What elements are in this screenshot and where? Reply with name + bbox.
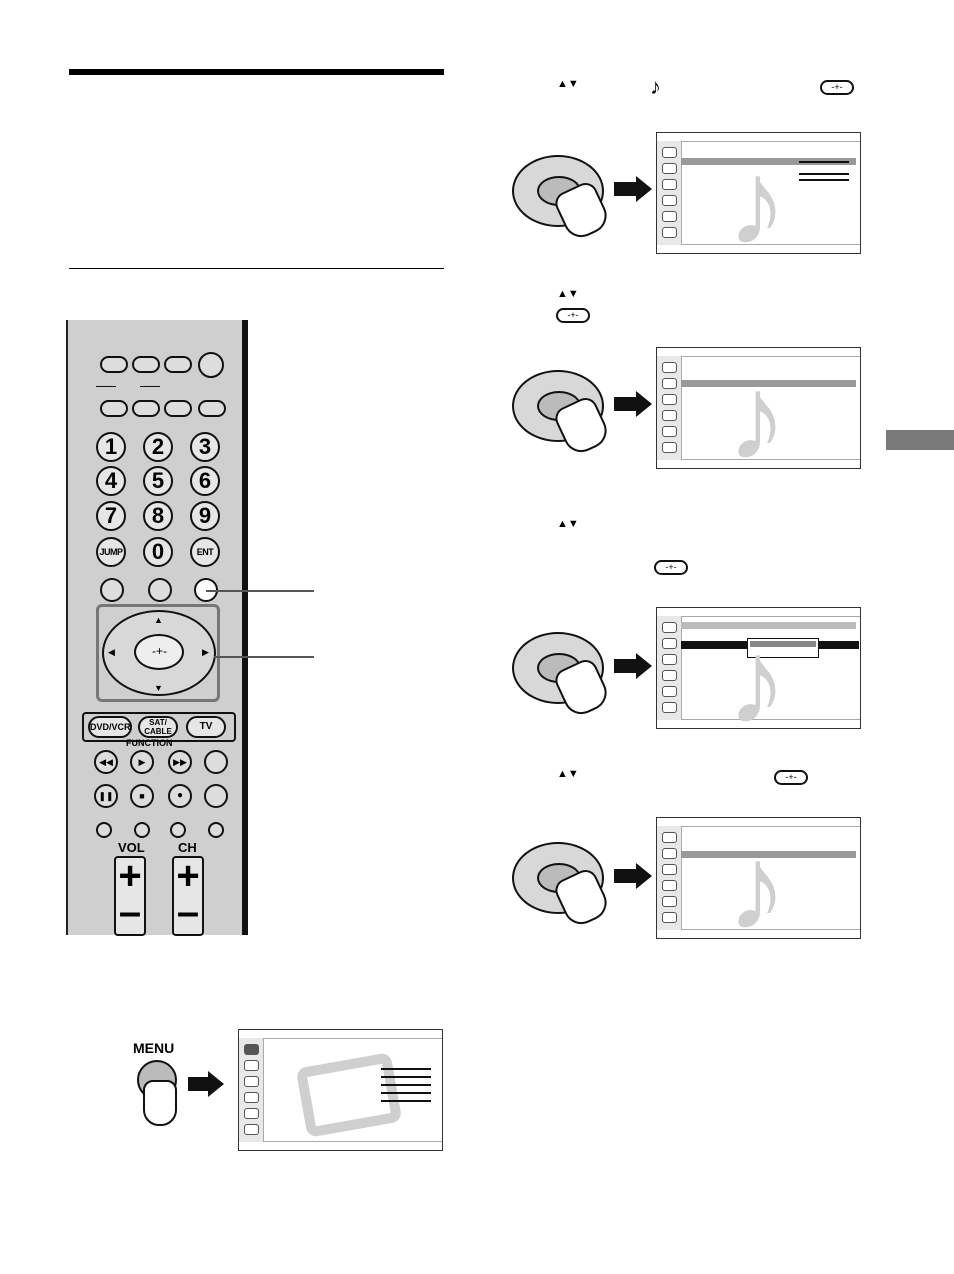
tv-screen: ♪ (656, 132, 861, 254)
arrow-shaft (614, 659, 638, 673)
tv-screen: ♪ (656, 817, 861, 939)
remote-button[interactable] (170, 822, 186, 838)
picture-watermark (295, 1052, 403, 1138)
ch-label: CH (178, 840, 197, 855)
section-rule (69, 268, 444, 269)
up-down-arrows-icon: ▲▼ (557, 768, 579, 780)
stop-button[interactable]: ■ (130, 784, 154, 808)
num-button-2[interactable]: 2 (143, 432, 173, 462)
finger-icon (143, 1080, 177, 1126)
left-arrow-icon: ◀ (108, 647, 115, 657)
callout-line (206, 590, 314, 592)
divider (96, 386, 116, 387)
num-button-7[interactable]: 7 (96, 501, 126, 531)
select-icon: -+- (152, 644, 167, 658)
right-arrow-icon (636, 653, 652, 679)
arrow-shaft (188, 1077, 210, 1091)
remote-button[interactable] (148, 578, 172, 602)
function-label: FUNCTION (126, 738, 173, 748)
tv-screen-picture-menu (238, 1029, 443, 1151)
select-key-icon: -+- (654, 560, 688, 575)
num-button-3[interactable]: 3 (190, 432, 220, 462)
channel-rocker[interactable]: +– (172, 856, 204, 936)
volume-rocker[interactable]: +– (114, 856, 146, 936)
sat-cable-button[interactable]: SAT/ CABLE (138, 716, 178, 738)
remote-button[interactable] (198, 400, 226, 417)
right-arrow-icon (636, 176, 652, 202)
remote-button[interactable] (134, 822, 150, 838)
ent-button[interactable]: ENT (190, 537, 220, 567)
music-note-watermark: ♪ (727, 615, 787, 729)
chapter-tab (886, 430, 954, 450)
up-arrow-icon: ▲ (154, 615, 163, 625)
remote-button[interactable] (164, 400, 192, 417)
remote-control: 1 2 3 4 5 6 7 8 9 JUMP 0 ENT ▲ ▼ ◀ ▶ -+-… (66, 320, 248, 936)
right-arrow-icon (208, 1071, 224, 1097)
remote-button[interactable] (100, 356, 128, 373)
right-arrow-icon (636, 391, 652, 417)
rewind-button[interactable]: ◀◀ (94, 750, 118, 774)
down-arrow-icon: ▼ (154, 683, 163, 693)
tv-button[interactable]: TV (186, 716, 226, 738)
arrow-shaft (614, 869, 638, 883)
dpad[interactable] (102, 610, 216, 696)
music-note-icon: ♪ (650, 74, 661, 99)
vol-label: VOL (118, 840, 145, 855)
callout-line (214, 656, 314, 658)
num-button-4[interactable]: 4 (96, 466, 126, 496)
select-key-icon: -+- (774, 770, 808, 785)
select-key-icon: -+- (820, 80, 854, 95)
right-arrow-icon (636, 863, 652, 889)
dvd-vcr-button[interactable]: DVD/VCR (88, 716, 132, 738)
remote-button[interactable] (204, 784, 228, 808)
function-group (82, 712, 236, 742)
record-button[interactable]: ● (168, 784, 192, 808)
music-note-watermark: ♪ (727, 821, 787, 939)
remote-button[interactable] (204, 750, 228, 774)
divider (140, 386, 160, 387)
num-button-1[interactable]: 1 (96, 432, 126, 462)
up-down-arrows-icon: ▲▼ (557, 518, 579, 530)
music-note-watermark: ♪ (727, 351, 787, 469)
remote-button[interactable] (96, 822, 112, 838)
right-arrow-icon: ▶ (202, 647, 209, 657)
power-button[interactable] (198, 352, 224, 378)
remote-button[interactable] (132, 356, 160, 373)
dpad-center-button[interactable] (134, 634, 184, 670)
remote-button[interactable] (164, 356, 192, 373)
arrow-shaft (614, 182, 638, 196)
tv-screen: ♪ (656, 347, 861, 469)
arrow-shaft (614, 397, 638, 411)
num-button-8[interactable]: 8 (143, 501, 173, 531)
title-rule (69, 69, 444, 75)
num-button-5[interactable]: 5 (143, 466, 173, 496)
remote-button[interactable] (132, 400, 160, 417)
select-key-icon: -+- (556, 308, 590, 323)
num-button-9[interactable]: 9 (190, 501, 220, 531)
num-button-0[interactable]: 0 (143, 537, 173, 567)
remote-button[interactable] (208, 822, 224, 838)
num-button-6[interactable]: 6 (190, 466, 220, 496)
menu-label: MENU (133, 1040, 175, 1056)
remote-button[interactable] (100, 400, 128, 417)
jump-button[interactable]: JUMP (96, 537, 126, 567)
remote-button[interactable] (100, 578, 124, 602)
up-down-arrows-icon: ▲▼ (557, 78, 579, 90)
up-down-arrows-icon: ▲▼ (557, 288, 579, 300)
pause-button[interactable]: ❚❚ (94, 784, 118, 808)
dpad-highlight (96, 604, 220, 702)
music-note-watermark: ♪ (727, 136, 787, 254)
tv-screen: ♪ (656, 607, 861, 729)
play-button[interactable]: ▶ (130, 750, 154, 774)
fast-forward-button[interactable]: ▶▶ (168, 750, 192, 774)
